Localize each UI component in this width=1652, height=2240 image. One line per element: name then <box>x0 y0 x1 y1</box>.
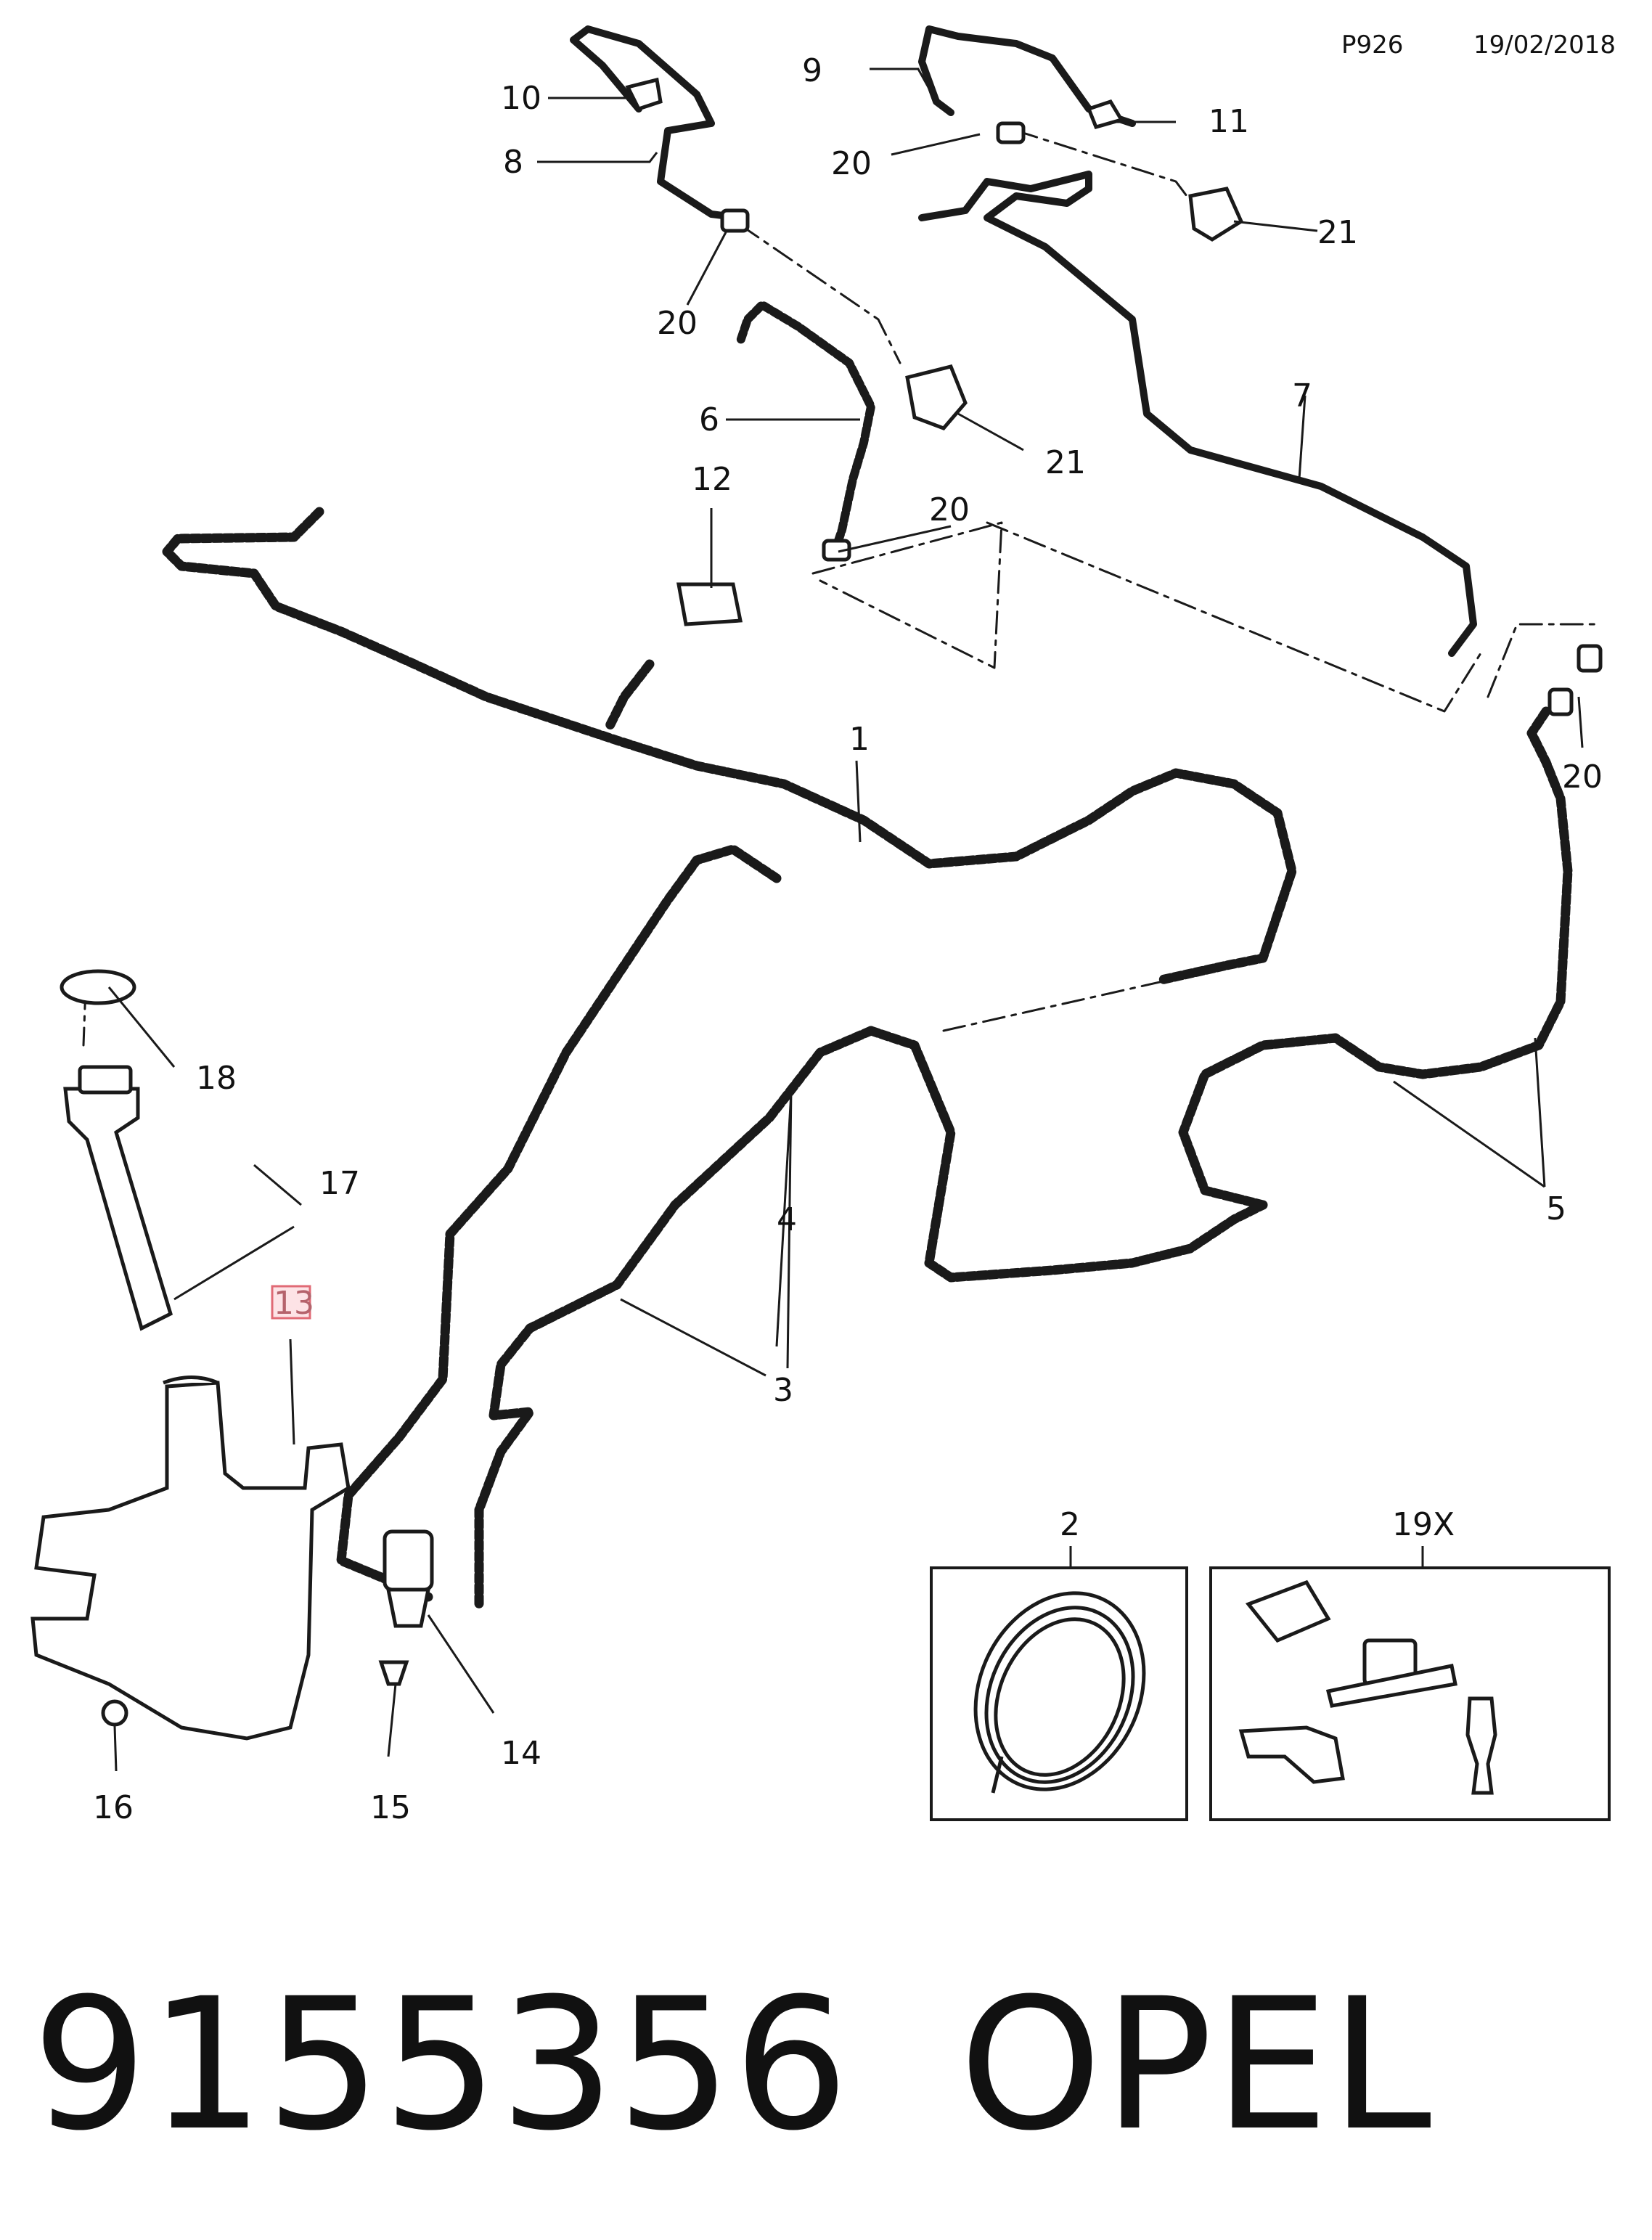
part-17-filler-neck <box>63 1087 173 1331</box>
part-16-grommet <box>101 1699 128 1727</box>
callout-20-d[interactable]: 20 <box>1562 759 1603 796</box>
part-10-clip <box>625 77 663 112</box>
callout-2[interactable]: 2 <box>1060 1506 1080 1543</box>
callout-8[interactable]: 8 <box>503 144 523 181</box>
callout-12[interactable]: 12 <box>692 461 732 498</box>
components <box>30 77 1603 1741</box>
part-19x-connectors <box>1238 1579 1497 1795</box>
hose-4 <box>866 1026 1268 1283</box>
part-number: 9155356 <box>32 1959 851 2170</box>
callout-6[interactable]: 6 <box>699 401 719 438</box>
callout-18[interactable]: 18 <box>196 1060 237 1097</box>
hose-5 <box>1178 706 1573 1210</box>
callout-13[interactable]: 13 <box>274 1285 314 1322</box>
callout-20-c[interactable]: 20 <box>929 491 970 528</box>
callout-11[interactable]: 11 <box>1209 103 1249 140</box>
callout-17[interactable]: 17 <box>319 1165 360 1202</box>
part-15-seal <box>378 1660 409 1686</box>
callout-21-a[interactable]: 21 <box>1317 214 1358 251</box>
callout-4[interactable]: 4 <box>777 1201 797 1238</box>
leader-lines <box>107 68 1584 1772</box>
part-20-valve-b <box>996 121 1026 144</box>
callout-19x[interactable]: 19X <box>1392 1506 1455 1543</box>
part-21-nozzle-b <box>1188 187 1244 242</box>
part-13-reservoir-lip <box>163 1376 218 1385</box>
part-20-valve-d <box>1577 644 1603 673</box>
part-17-neck-collar <box>78 1065 133 1095</box>
part-14-pump-body <box>383 1529 434 1592</box>
part-14-pump-outlet <box>385 1587 431 1628</box>
inset-boxes <box>930 1566 1611 1821</box>
callout-21-b[interactable]: 21 <box>1045 444 1086 481</box>
part-13-reservoir <box>30 1381 351 1741</box>
callout-1[interactable]: 1 <box>849 721 870 758</box>
callout-14[interactable]: 14 <box>501 1735 541 1772</box>
callout-5[interactable]: 5 <box>1546 1190 1566 1227</box>
diagram-date: 19/02/2018 <box>1473 30 1616 60</box>
hose-lines <box>82 25 1598 1609</box>
callout-20-b[interactable]: 20 <box>657 305 698 342</box>
hose-7 <box>918 171 1477 657</box>
hose-9 <box>918 25 1136 127</box>
callout-9[interactable]: 9 <box>802 52 822 89</box>
callout-16[interactable]: 16 <box>93 1789 134 1826</box>
hose-8 <box>570 25 744 221</box>
part-21-nozzle-a <box>905 364 968 430</box>
callout-10[interactable]: 10 <box>501 80 541 117</box>
callout-15[interactable]: 15 <box>370 1789 411 1826</box>
callout-20-a[interactable]: 20 <box>831 145 872 182</box>
inset-item-2 <box>930 1566 1188 1821</box>
part-11-clip <box>1086 99 1124 130</box>
callouts: 10 9 11 8 20 21 20 7 6 21 12 20 1 20 18 … <box>93 52 1603 1826</box>
part-20-valve-a <box>720 208 750 233</box>
brand-name: OPEL <box>959 1959 1434 2170</box>
callout-13-highlight <box>271 1285 311 1320</box>
diagram-code: P926 <box>1341 30 1404 60</box>
callout-3[interactable]: 3 <box>773 1372 793 1409</box>
part-18-cap <box>60 969 136 1005</box>
callout-7[interactable]: 7 <box>1292 377 1312 414</box>
hose-6 <box>736 301 875 556</box>
hose-1 <box>162 507 1297 985</box>
part-20-valve-e <box>1547 687 1574 716</box>
hose-3 <box>336 844 782 1602</box>
inset-item-19x <box>1209 1566 1611 1821</box>
part-12-bracket <box>676 582 743 626</box>
part-2-coiled-hose <box>973 1591 1146 1794</box>
